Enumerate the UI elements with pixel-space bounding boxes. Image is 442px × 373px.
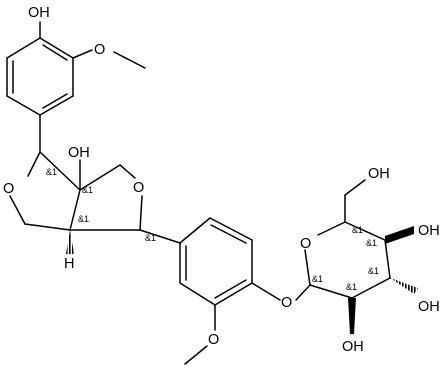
stereo-sugar-c5: &1	[352, 225, 363, 235]
methoxy-top-methyl	[113, 51, 146, 69]
wedge-c2-oh	[348, 298, 356, 334]
stereo-sugar-c1: &1	[312, 274, 323, 284]
o-pyranose-ring-label: O	[300, 236, 311, 252]
oh-ch2-label: OH	[368, 166, 390, 182]
methoxy-bottom-methyl	[184, 345, 208, 365]
o-furan-right-label: O	[133, 180, 144, 196]
hashed-wedge-h	[66, 230, 74, 254]
stereo-sugar-c3: &1	[368, 266, 379, 276]
o-methoxy-bottom-label: O	[208, 332, 219, 348]
wedge-c4-oh	[385, 226, 414, 244]
h-bridgehead-label: H	[64, 256, 74, 272]
hashed-wedge-c3-oh	[390, 278, 418, 294]
o-methoxy-top-label: O	[94, 42, 105, 58]
oh-bridgehead-label: OH	[68, 145, 90, 161]
stereo-sugar-c4: &1	[366, 238, 377, 248]
lower-aryl-ring	[179, 217, 253, 306]
stereo-c-top: &1	[46, 167, 57, 177]
stereo-sugar-c2: &1	[346, 282, 357, 292]
stereo-c-oh: &1	[82, 185, 93, 195]
stereo-c-h: &1	[78, 214, 89, 224]
core-to-lower-aryl-bond	[139, 229, 181, 244]
o-glycosidic-label: O	[281, 295, 292, 311]
o-furan-left-label: O	[3, 181, 14, 197]
methoxy-top-bond	[72, 49, 93, 59]
glycosidic-o-to-c1-bond	[295, 284, 311, 301]
furofuran-core	[9, 151, 143, 231]
stereo-c-right: &1	[145, 233, 156, 243]
oh-c3-label: OH	[418, 299, 440, 315]
ch2-to-oh-bond	[344, 179, 366, 196]
top-aryl-ring	[6, 37, 74, 116]
aryl-glycosidic-bond	[251, 282, 281, 301]
oh-c4-label: OH	[418, 223, 440, 239]
oh-phenol-label: OH	[28, 5, 50, 21]
oh-c2-label: OH	[342, 339, 364, 355]
pyranose-ring	[304, 221, 391, 299]
